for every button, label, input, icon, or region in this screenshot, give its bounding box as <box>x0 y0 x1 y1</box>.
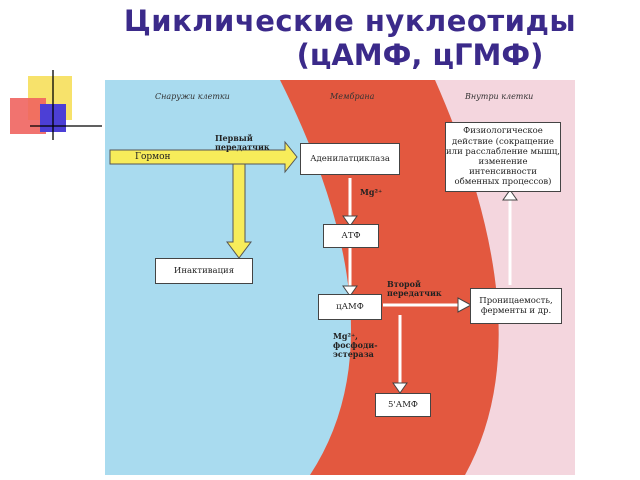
first-messenger-label: Первый передатчик <box>215 133 270 152</box>
white-connectors <box>348 178 512 385</box>
inactivation-box: Инактивация <box>155 258 253 284</box>
camp-box: цАМФ <box>318 294 382 320</box>
physiological-effect-box: Физиологическое действие (сокращение или… <box>445 122 561 192</box>
zone-label-membrane: Мембрана <box>330 92 375 101</box>
decorative-squares <box>10 70 102 140</box>
hormone-arrow <box>109 140 298 174</box>
mg-top-label: Mg²⁺ <box>360 187 383 197</box>
second-messenger-label: Второй передатчик <box>387 279 442 298</box>
inactivation-arrow <box>226 163 252 259</box>
hormone-label: Гормон <box>135 152 171 162</box>
slide-title-line1: Циклические нуклеотиды <box>123 4 577 38</box>
arrowhead-camp <box>342 285 358 297</box>
permeability-box: Проницаемость, ферменты и др. <box>470 288 562 324</box>
arrowhead-atp <box>342 215 358 227</box>
arrowhead-amp <box>392 382 408 394</box>
membrane-zone <box>280 80 499 475</box>
atp-box: АТФ <box>323 224 379 248</box>
mg-pde-label: Mg²⁺, фосфоди-эстераза <box>333 331 378 359</box>
amp5-box: 5'АМФ <box>375 393 431 417</box>
adenylate-cyclase-box: Аденилатциклаза <box>300 143 400 175</box>
arrowhead-effect <box>502 189 518 201</box>
cyclic-nucleotide-diagram: Снаружи клетки Мембрана Внутри клетки Го… <box>105 80 575 475</box>
zone-label-outside: Снаружи клетки <box>155 92 230 101</box>
slide-title-line2: (цАМФ, цГМФ) <box>296 38 544 72</box>
zone-label-inside: Внутри клетки <box>465 92 534 101</box>
arrowhead-permeability <box>457 297 473 313</box>
